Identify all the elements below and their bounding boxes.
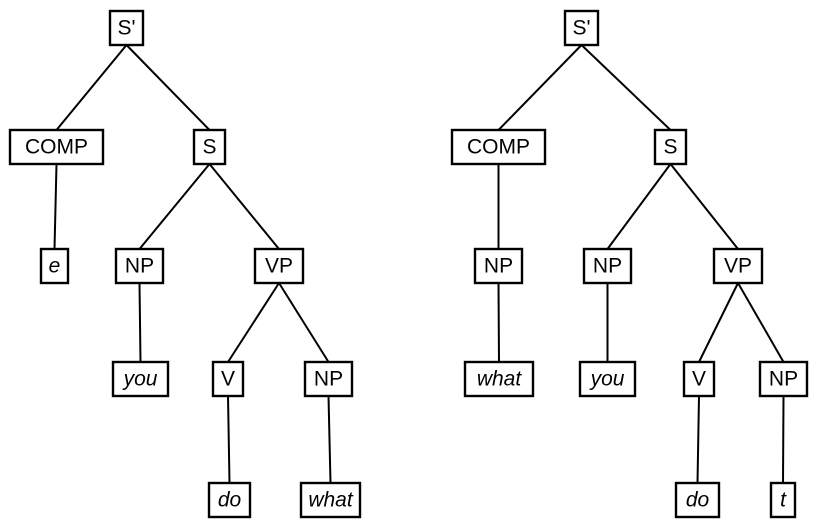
tree-edge-L-Sbar-L-COMP (55, 44, 128, 131)
tree-edge-L-V-L-do (227, 395, 231, 484)
node-label-L-S: S (202, 136, 216, 159)
node-box-R-COMP (450, 128, 547, 166)
edges-layer (53, 44, 785, 484)
node-box-L-what (299, 481, 362, 519)
tree-node-R-t: t (769, 481, 797, 519)
node-label-R-you: you (589, 368, 625, 391)
node-label-R-S: S (663, 136, 677, 159)
tree-node-L-Sbar: S' (108, 9, 145, 47)
node-label-L-what: what (308, 489, 354, 512)
tree-node-R-you: you (578, 360, 637, 398)
node-box-L-NP2 (303, 360, 354, 398)
tree-node-R-NP0: NP (473, 247, 524, 285)
node-box-L-COMP (8, 128, 105, 166)
node-box-L-VP (253, 247, 305, 285)
tree-node-R-Sbar: S' (563, 9, 600, 47)
left-tree-edges (53, 44, 332, 484)
tree-edge-R-NP0-R-what (497, 282, 500, 363)
tree-edge-R-VP-R-V (698, 282, 739, 363)
node-label-L-NP2: NP (314, 368, 343, 391)
node-label-R-NP1: NP (593, 255, 622, 278)
tree-edge-L-VP-L-NP2 (278, 282, 330, 363)
node-label-L-NP1: NP (125, 255, 154, 278)
node-label-R-Sbar: S' (572, 17, 590, 40)
node-label-R-do: do (686, 489, 710, 512)
node-box-R-NP2 (758, 360, 809, 398)
tree-node-L-NP1: NP (114, 247, 165, 285)
tree-node-L-e: e (39, 247, 70, 285)
tree-node-L-do: do (207, 481, 252, 519)
node-label-R-NP0: NP (484, 255, 513, 278)
node-box-R-NP0 (473, 247, 524, 285)
tree-edge-L-Sbar-L-S (125, 44, 211, 131)
tree-edge-L-COMP-L-e (53, 163, 58, 250)
tree-node-L-you: you (111, 360, 170, 398)
node-box-R-what (463, 360, 535, 398)
tree-edge-L-NP1-L-you (138, 282, 142, 363)
node-box-R-NP1 (582, 247, 633, 285)
node-label-L-e: e (49, 255, 61, 278)
node-label-L-V: V (221, 368, 235, 391)
node-label-R-NP2: NP (769, 368, 798, 391)
node-label-R-COMP: COMP (467, 136, 530, 159)
node-label-L-you: you (122, 368, 158, 391)
node-box-R-you (578, 360, 637, 398)
tree-node-R-NP2: NP (758, 360, 809, 398)
node-label-R-t: t (780, 489, 787, 512)
node-box-L-Sbar (108, 9, 145, 47)
node-label-R-VP: VP (724, 255, 752, 278)
node-box-L-do (207, 481, 252, 519)
tree-node-R-COMP: COMP (450, 128, 547, 166)
node-box-L-NP1 (114, 247, 165, 285)
node-label-R-what: what (477, 368, 523, 391)
node-box-L-V (211, 360, 245, 398)
node-box-R-Sbar (563, 9, 600, 47)
tree-node-R-V: V (682, 360, 716, 398)
node-box-R-VP (712, 247, 764, 285)
node-box-L-S (192, 128, 227, 166)
tree-edge-R-NP2-R-t (782, 395, 785, 484)
tree-node-L-NP2: NP (303, 360, 354, 398)
tree-edge-L-NP2-L-what (327, 395, 332, 484)
node-box-L-you (111, 360, 170, 398)
node-box-R-t (769, 481, 797, 519)
tree-edge-R-Sbar-R-S (580, 44, 672, 131)
node-label-L-do: do (218, 489, 242, 512)
tree-node-R-VP: VP (712, 247, 764, 285)
tree-edge-R-S-R-NP1 (606, 163, 672, 250)
tree-node-R-NP1: NP (582, 247, 633, 285)
node-box-L-e (39, 247, 70, 285)
node-label-L-COMP: COMP (25, 136, 88, 159)
tree-node-L-VP: VP (253, 247, 305, 285)
right-tree-nodes: S' COMP S NP NP VP what you V NP do t (450, 9, 809, 519)
node-label-L-Sbar: S' (117, 17, 135, 40)
tree-node-L-what: what (299, 481, 362, 519)
tree-edge-R-VP-R-NP2 (737, 282, 785, 363)
node-box-R-V (682, 360, 716, 398)
tree-node-R-what: what (463, 360, 535, 398)
node-label-L-VP: VP (265, 255, 293, 278)
tree-edge-R-S-R-VP (669, 163, 739, 250)
tree-node-R-S: S (653, 128, 688, 166)
tree-edge-L-VP-L-V (227, 282, 280, 363)
tree-node-R-do: do (674, 481, 721, 519)
right-tree-edges (497, 44, 785, 484)
node-box-R-S (653, 128, 688, 166)
tree-node-L-S: S (192, 128, 227, 166)
tree-edge-L-S-L-NP1 (138, 163, 211, 250)
tree-edge-R-V-R-do (696, 395, 700, 484)
tree-node-L-COMP: COMP (8, 128, 105, 166)
node-box-R-do (674, 481, 721, 519)
tree-edge-L-S-L-VP (208, 163, 280, 250)
tree-node-L-V: V (211, 360, 245, 398)
node-label-R-V: V (692, 368, 706, 391)
tree-edge-R-Sbar-R-COMP (497, 44, 583, 131)
